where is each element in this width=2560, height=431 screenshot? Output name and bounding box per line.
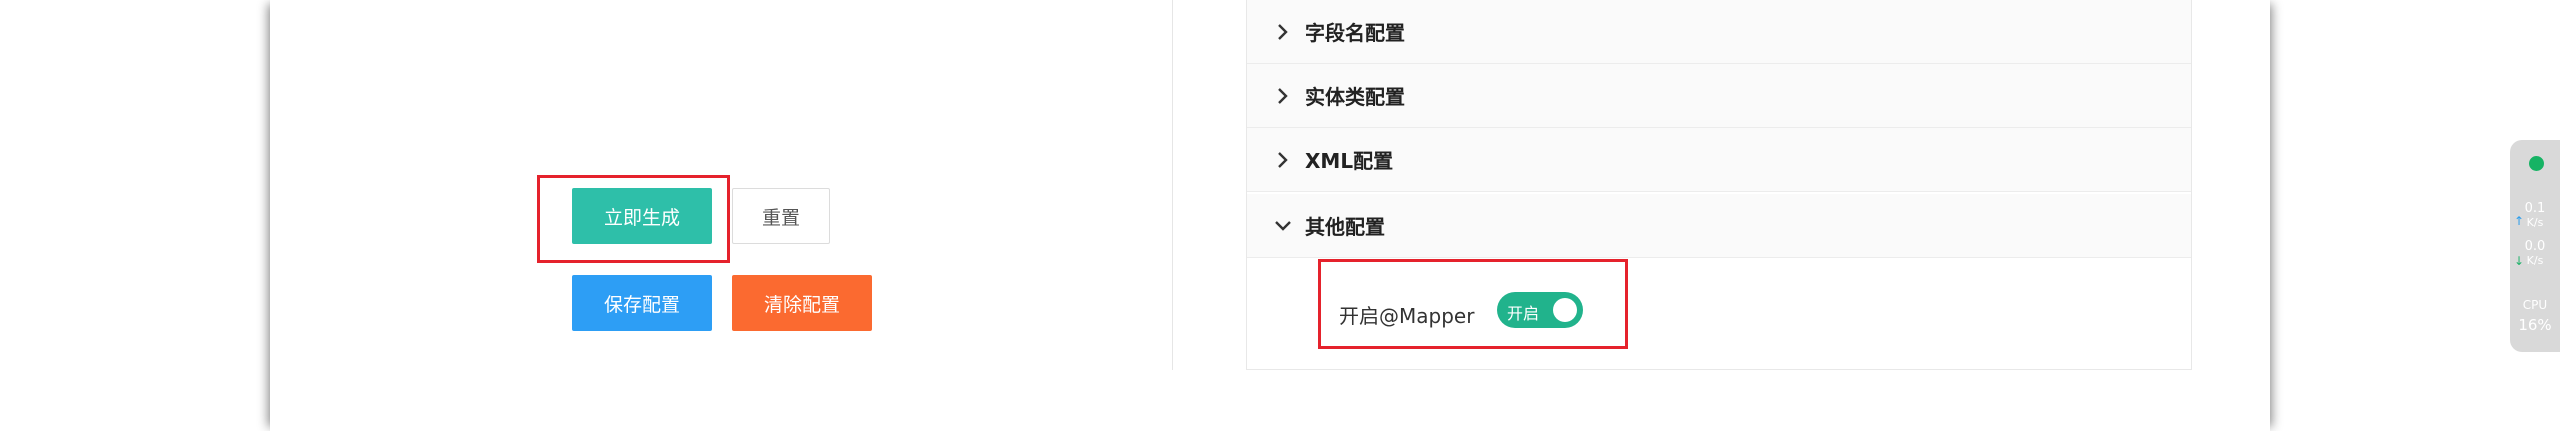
collapse-item-title: 其他配置 <box>1305 215 1385 239</box>
collapse-item-other[interactable]: 其他配置 <box>1247 194 2191 258</box>
chevron-down-icon <box>1273 216 1293 236</box>
download-arrow-icon: ↓ <box>2514 254 2525 268</box>
collapse-item-xml[interactable]: XML配置 <box>1247 128 2191 192</box>
collapse-item-title: XML配置 <box>1305 149 1394 173</box>
reset-button[interactable]: 重置 <box>732 188 830 244</box>
chevron-right-icon <box>1273 150 1293 170</box>
download-unit: K/s <box>2526 254 2544 267</box>
save-config-button[interactable]: 保存配置 <box>572 275 712 331</box>
chevron-right-icon <box>1273 22 1293 42</box>
collapse-item-title: 实体类配置 <box>1305 85 1405 109</box>
mapper-label: 开启@Mapper <box>1339 304 1475 328</box>
status-dot <box>2529 156 2544 171</box>
mapper-toggle[interactable]: 开启 <box>1497 292 1583 328</box>
network-monitor-widget[interactable]: 0.1 ↑ K/s 0.0 ↓ K/s CPU 16% <box>2510 140 2560 352</box>
toggle-knob <box>1553 298 1577 322</box>
chevron-right-icon <box>1273 86 1293 106</box>
column-divider <box>1172 0 1173 370</box>
other-config-body: 开启@Mapper 开启 <box>1247 258 2191 369</box>
config-collapse: 字段名配置 实体类配置 XML配置 其他配置 开启@Mapper 开启 <box>1246 0 2192 370</box>
collapse-item-entity[interactable]: 实体类配置 <box>1247 64 2191 128</box>
upload-unit: K/s <box>2526 216 2544 229</box>
cpu-value: 16% <box>2518 316 2552 334</box>
upload-arrow-icon: ↑ <box>2514 214 2525 228</box>
toggle-text: 开启 <box>1507 304 1540 323</box>
clear-config-button[interactable]: 清除配置 <box>732 275 872 331</box>
generate-button[interactable]: 立即生成 <box>572 188 712 244</box>
collapse-item-title: 字段名配置 <box>1305 21 1405 45</box>
download-value: 0.0 <box>2524 239 2546 254</box>
collapse-item-field-name[interactable]: 字段名配置 <box>1247 0 2191 64</box>
upload-value: 0.1 <box>2524 201 2546 216</box>
cpu-label: CPU <box>2522 298 2548 312</box>
